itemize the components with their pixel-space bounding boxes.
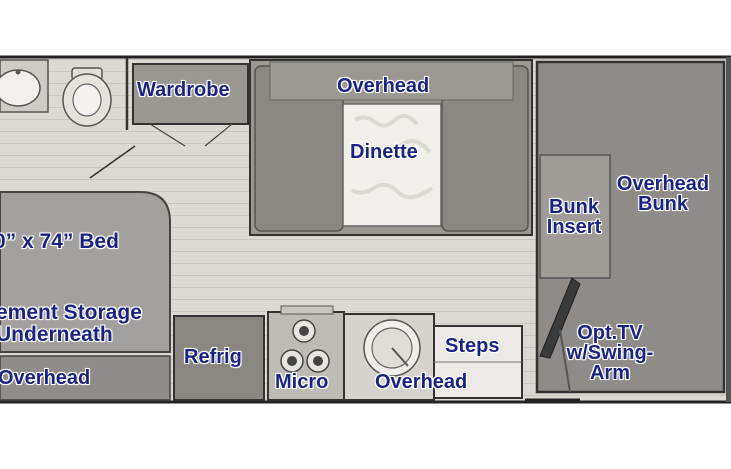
micro-label: Micro	[275, 371, 329, 393]
storage-label-line-1: ement Storage	[0, 301, 142, 324]
storage-label-line-2: Underneath	[0, 323, 113, 346]
overhead-top-label: Overhead	[337, 75, 430, 97]
overhead-left-label: Overhead	[0, 367, 91, 389]
sink-icon	[0, 59, 49, 113]
front-cab-wall	[726, 57, 731, 402]
bath-door	[89, 145, 136, 179]
toilet-icon	[62, 67, 112, 127]
tv-icon	[539, 277, 581, 393]
refrigerator	[173, 315, 265, 401]
overhead-kitchen-label: Overhead	[375, 371, 468, 393]
tv-label: Opt.TV w/Swing- Arm	[566, 322, 654, 384]
overhead-bunk-label: Overhead Bunk	[616, 173, 710, 215]
refrig-label: Refrig	[184, 346, 242, 368]
stove-icon	[267, 305, 345, 401]
bed	[0, 191, 171, 353]
overhead-cabinet-top	[269, 61, 514, 101]
bunk-insert	[539, 154, 611, 279]
wardrobe-label: Wardrobe	[137, 79, 230, 101]
dinette-label: Dinette	[350, 141, 418, 163]
overhead-left-cabinet	[0, 355, 171, 401]
bed-size-label: 0” x 74” Bed	[0, 230, 119, 253]
bunk-insert-label: Bunk Insert	[546, 196, 602, 238]
steps-label: Steps	[445, 335, 500, 357]
kitchen-sink	[363, 319, 421, 377]
